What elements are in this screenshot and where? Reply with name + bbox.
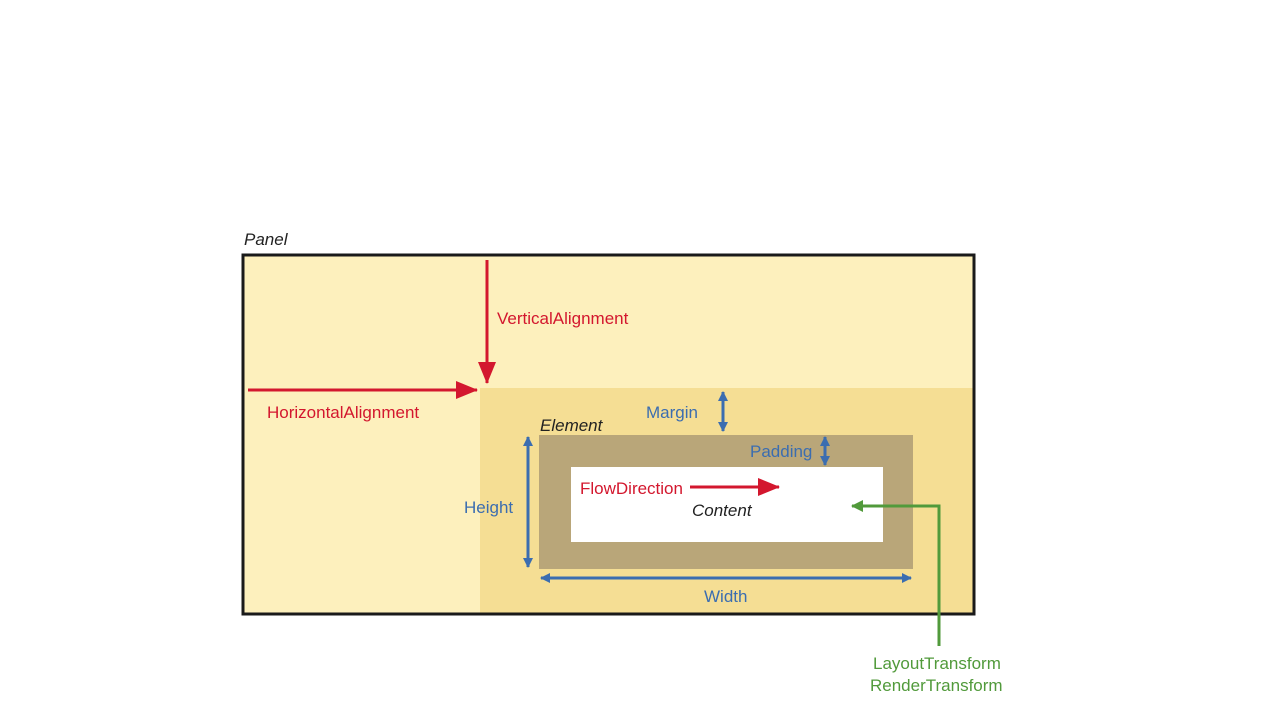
horizontal-alignment-label: HorizontalAlignment — [267, 403, 419, 422]
render-transform-label: RenderTransform — [870, 676, 1003, 695]
transform-arrow — [851, 500, 941, 646]
layout-transform-label: LayoutTransform — [873, 654, 1001, 673]
panel-label: Panel — [244, 230, 289, 249]
flow-direction-label: FlowDirection — [580, 479, 683, 498]
content-label: Content — [692, 501, 753, 520]
margin-label: Margin — [646, 403, 698, 422]
vertical-alignment-label: VerticalAlignment — [497, 309, 629, 328]
padding-label: Padding — [750, 442, 812, 461]
width-label: Width — [704, 587, 747, 606]
panel-border — [241, 253, 976, 616]
element-label: Element — [540, 416, 604, 435]
height-label: Height — [464, 498, 513, 517]
content-box — [571, 467, 883, 542]
